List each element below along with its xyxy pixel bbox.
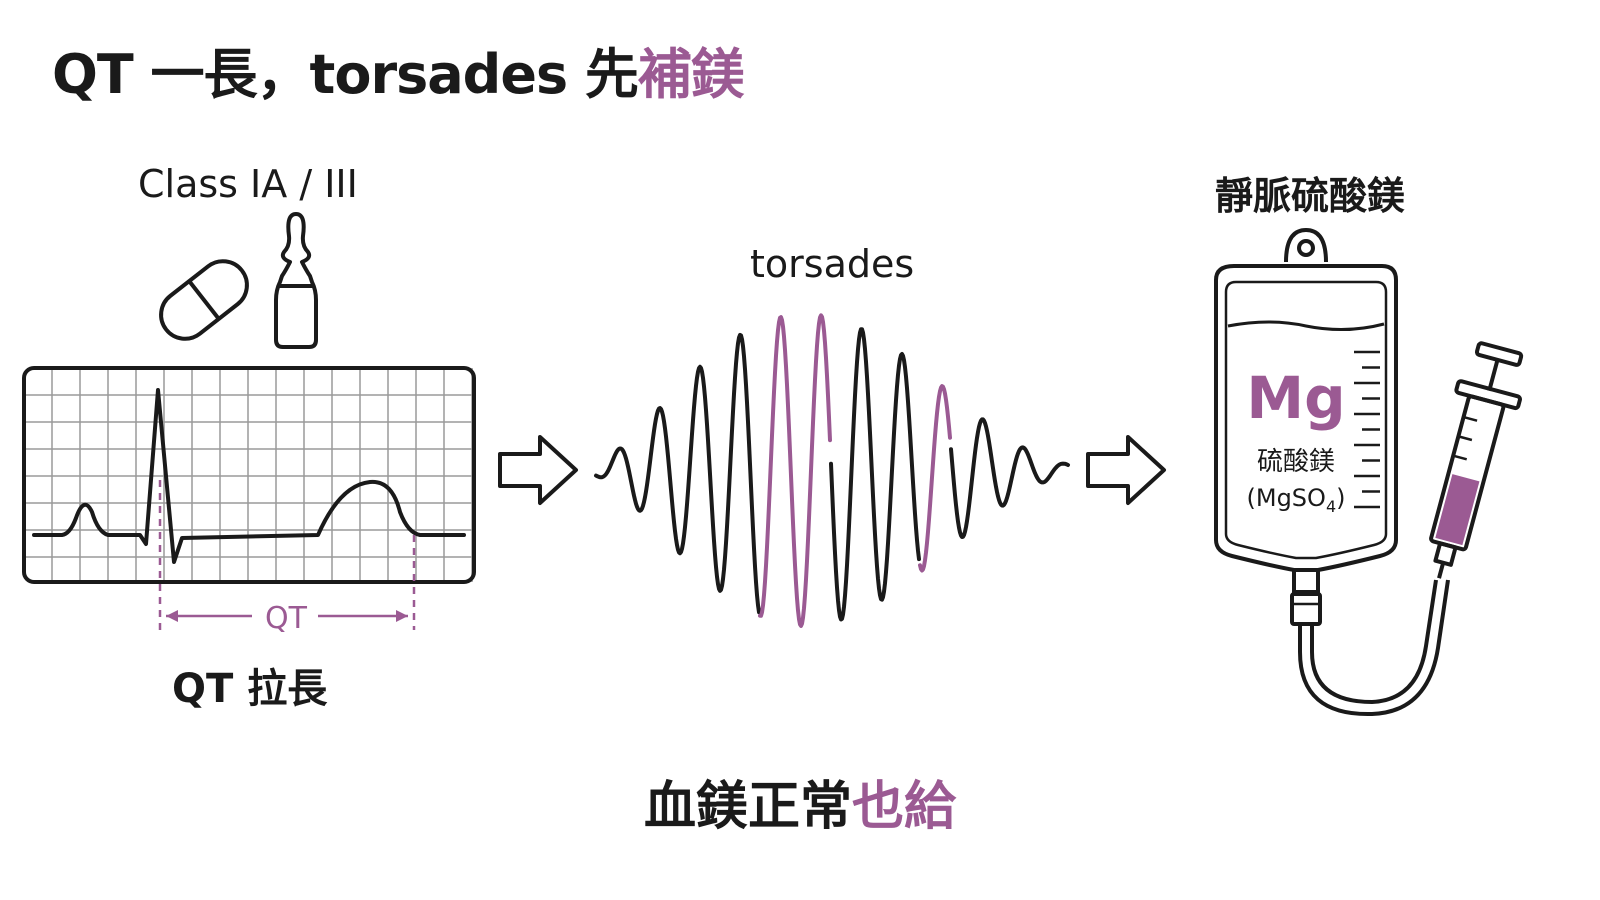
pill-icon <box>159 259 249 341</box>
ecg-grid <box>24 368 474 582</box>
syringe-icon <box>1429 341 1524 579</box>
qt-prolonged-caption: QT 拉長 <box>172 666 328 712</box>
torsades-label: torsades <box>750 242 915 286</box>
title-part-main: QT 一長，torsades 先 <box>52 43 639 106</box>
ecg-strip: QT <box>22 366 476 636</box>
arrow-right-icon <box>1086 435 1166 505</box>
bag-formula-prefix: (MgSO <box>1247 484 1326 512</box>
ecg-trace <box>32 388 466 564</box>
torsades-waveform <box>594 313 1070 628</box>
torsades-trace <box>594 327 1070 622</box>
title-part-accent: 補鎂 <box>637 43 745 106</box>
torsades-trace-highlight <box>758 313 952 628</box>
bag-formula: (MgSO4) <box>1247 484 1346 516</box>
qt-interval-label: QT <box>265 601 308 636</box>
iv-magnesium-label: 靜脈硫酸鎂 <box>1215 174 1406 218</box>
iv-bag-icon <box>1214 228 1450 717</box>
page-title: QT 一長，torsades 先補鎂 <box>52 30 745 109</box>
bag-drug-name: 硫酸鎂 <box>1257 447 1335 477</box>
bag-formula-sub: 4 <box>1326 497 1336 516</box>
arrow-right-icon <box>498 435 578 505</box>
ampoule-icon <box>274 212 318 349</box>
bag-scale <box>1354 350 1380 509</box>
drug-class-label: Class IA / III <box>138 162 358 206</box>
bag-symbol: Mg <box>1246 364 1345 432</box>
footer-part-main: 血鎂正常 <box>643 777 852 837</box>
footer-note: 血鎂正常也給 <box>0 764 1600 839</box>
bag-formula-suffix: ) <box>1336 484 1345 512</box>
footer-part-accent: 也給 <box>852 777 957 837</box>
